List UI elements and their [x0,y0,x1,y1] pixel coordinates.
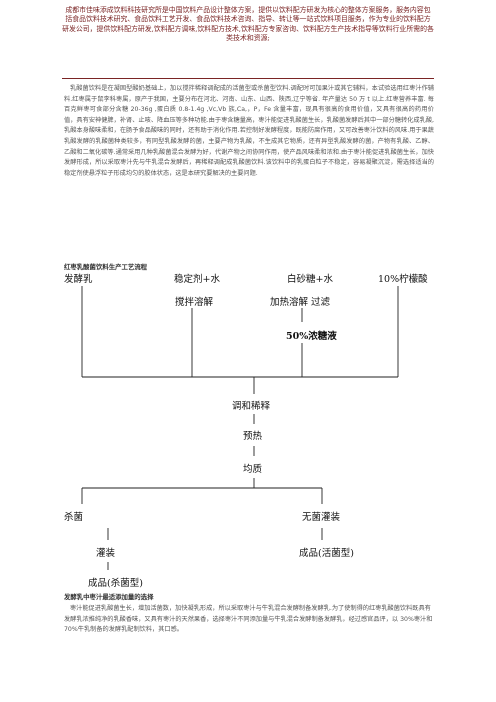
node-stabilizer-water: 稳定剂+水 [174,274,220,285]
intro-section: 乳酸菌饮料是在凝固型酸奶基础上，加以搅拌稀释调配成的活菌型或杀菌型饮料.调配时可… [64,84,434,179]
node-filling: 灌装 [96,548,116,559]
selection-title: 发酵乳中枣汁最适添加量的选择 [64,593,154,601]
node-homogenize: 均质 [243,464,263,475]
node-preheat: 预热 [243,431,263,442]
intro-paragraph: 乳酸菌饮料是在凝固型酸奶基础上，加以搅拌稀释调配成的活菌型或杀菌型饮料.调配时可… [64,85,434,177]
selection-section: 枣汁能促进乳酸菌生长，增加活菌数，加快凝乳形成，所以采取枣汁与牛乳混合发酵制备发… [64,604,434,636]
node-sterilize: 杀菌 [64,512,84,523]
node-mix-dilute: 调和稀释 [232,401,271,412]
node-heat-dissolve-filter: 加热溶解 过滤 [270,297,331,308]
node-product-sterile: 成品(杀菌型) [88,578,143,589]
node-aseptic-fill: 无菌灌装 [302,512,341,523]
node-lemon-acid: 10%柠檬酸 [378,274,428,285]
node-syrup: 50%浓糖液 [286,331,337,342]
selection-paragraph: 枣汁能促进乳酸菌生长，增加活菌数，加快凝乳形成，所以采取枣汁与牛乳混合发酵制备发… [64,605,433,634]
node-sugar-water: 白砂糖+水 [287,274,333,285]
node-fermented-milk: 发酵乳 [64,274,93,285]
node-stir-dissolve: 搅拌溶解 [175,297,214,308]
node-product-live: 成品(活菌型) [299,548,354,559]
header-text: 成都市佳味添成饮料科技研究所是中国饮料产品设计整体方案，提供以饮料配方研发为核心… [62,6,434,42]
header-divider [62,78,434,79]
page-header: 成都市佳味添成饮料科技研究所是中国饮料产品设计整体方案，提供以饮料配方研发为核心… [62,6,434,43]
process-title: 红枣乳酸菌饮料生产工艺流程 [64,263,148,271]
